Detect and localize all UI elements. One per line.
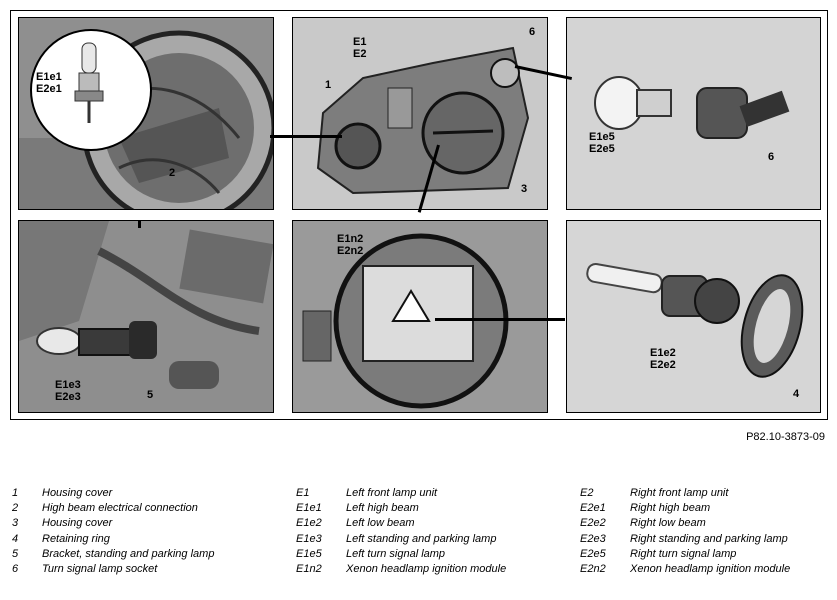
legend-key: E2	[580, 487, 594, 499]
legend-key: E1e3	[296, 532, 322, 545]
panel-standing-parking-lamp: E1e3 E2e3 5	[18, 220, 274, 413]
legend-label: Left high beam	[346, 502, 419, 515]
legend-key: E2e1	[580, 502, 606, 515]
callout-turn-signal-bulb: E1e5 E2e5	[589, 131, 615, 155]
callout-2: 2	[169, 167, 176, 179]
photo-headlamp-unit	[293, 18, 547, 209]
callout-high-beam-bulb: E1e1 E2e1	[36, 71, 62, 95]
legend-key: E1e2	[296, 517, 322, 530]
legend-label: Right low beam	[630, 517, 706, 530]
legend-key: 2	[12, 502, 19, 515]
legend-key: E2n2	[580, 563, 606, 576]
legend-label: High beam electrical connection	[42, 502, 198, 515]
legend-key: E2e5	[580, 547, 606, 560]
legend-row: 1 Housing cover	[12, 486, 214, 501]
panel-low-beam-lamp: E1e2 E2e2 4	[566, 220, 821, 413]
legend-key: E2e2	[580, 517, 606, 530]
legend-row: E2n2 Xenon headlamp ignition module	[580, 562, 790, 577]
legend-label: Housing cover	[42, 487, 113, 499]
photo-turn-signal-bulb-and-socket	[567, 18, 820, 209]
legend-row: 4 Retaining ring	[12, 532, 214, 547]
photo-low-beam-bulb-and-ring	[567, 221, 820, 412]
leader-line-bottom-right	[435, 318, 565, 321]
legend-key: 6	[12, 563, 19, 576]
legend-label: Xenon headlamp ignition module	[630, 563, 791, 576]
legend-key: 3	[12, 517, 19, 530]
panel-headlamp-overview: E1 E2 1 6 3	[292, 17, 548, 210]
legend-label: Housing cover	[42, 517, 113, 530]
callout-standing-lamp-bulb: E1e3 E2e3	[55, 379, 81, 403]
legend-row: E2 Right front lamp unit	[580, 486, 790, 501]
legend-key: E2e3	[580, 532, 606, 545]
leader-line-bottom-left	[138, 220, 141, 228]
legend-row: E1e1 Left high beam	[296, 501, 506, 516]
legend-label: Retaining ring	[42, 532, 110, 545]
legend-row: E2e2 Right low beam	[580, 516, 790, 531]
legend-label: Left front lamp unit	[346, 487, 438, 499]
legend-label: Bracket, standing and parking lamp	[42, 547, 215, 560]
legend-row: 3 Housing cover	[12, 516, 214, 531]
photo-high-beam-connection	[19, 18, 273, 209]
legend-key: 5	[12, 547, 19, 560]
legend-label: Left turn signal lamp	[346, 547, 446, 560]
callout-3: 3	[521, 183, 528, 195]
legend-row: E1e5 Left turn signal lamp	[296, 547, 506, 562]
legend-key: 4	[12, 532, 19, 545]
callout-5: 5	[147, 389, 154, 401]
photo-xenon-ignition-module	[293, 221, 547, 412]
legend-key: 1	[12, 487, 19, 499]
legend-label: Turn signal lamp socket	[42, 563, 158, 576]
legend-row: E1e3 Left standing and parking lamp	[296, 532, 506, 547]
legend-label: Right high beam	[630, 502, 711, 515]
callout-ignition-module: E1n2 E2n2	[337, 233, 364, 257]
legend-label: Right turn signal lamp	[630, 547, 737, 560]
legend-row: 2 High beam electrical connection	[12, 501, 214, 516]
legend-row: E1e2 Left low beam	[296, 516, 506, 531]
legend-row: E1 Left front lamp unit	[296, 486, 506, 501]
legend-key: E1e5	[296, 547, 322, 560]
leader-line-top-left	[270, 135, 342, 138]
legend-label: Xenon headlamp ignition module	[346, 563, 507, 576]
legend-row: E2e1 Right high beam	[580, 501, 790, 516]
legend-row: E2e3 Right standing and parking lamp	[580, 532, 790, 547]
legend-row: E2e5 Right turn signal lamp	[580, 547, 790, 562]
legend-key: E1e1	[296, 502, 322, 515]
callout-4: 4	[793, 388, 800, 400]
callout-1: 1	[325, 79, 332, 91]
legend-row: 5 Bracket, standing and parking lamp	[12, 547, 214, 562]
photo-standing-parking-lamp	[19, 221, 273, 412]
legend-key: E1n2	[296, 563, 322, 576]
panel-turn-signal-lamp: E1e5 E2e5 6	[566, 17, 821, 210]
legend-label: Right front lamp unit	[630, 487, 729, 499]
legend-row: 6 Turn signal lamp socket	[12, 562, 214, 577]
figure-reference: P82.10-3873-09	[746, 431, 825, 443]
legend-label: Left low beam	[346, 517, 415, 530]
legend-key: E1	[296, 487, 310, 499]
callout-6-socket: 6	[768, 151, 775, 163]
panel-high-beam-connection: E1e1 E2e1 2	[18, 17, 274, 210]
callout-low-beam-bulb: E1e2 E2e2	[650, 347, 676, 371]
legend-label: Right standing and parking lamp	[630, 532, 788, 545]
panel-ignition-module: E1n2 E2n2	[292, 220, 548, 413]
callout-lamp-unit: E1 E2	[353, 36, 367, 60]
legend-label: Left standing and parking lamp	[346, 532, 497, 545]
legend-row: E1n2 Xenon headlamp ignition module	[296, 562, 506, 577]
callout-6: 6	[529, 26, 536, 38]
